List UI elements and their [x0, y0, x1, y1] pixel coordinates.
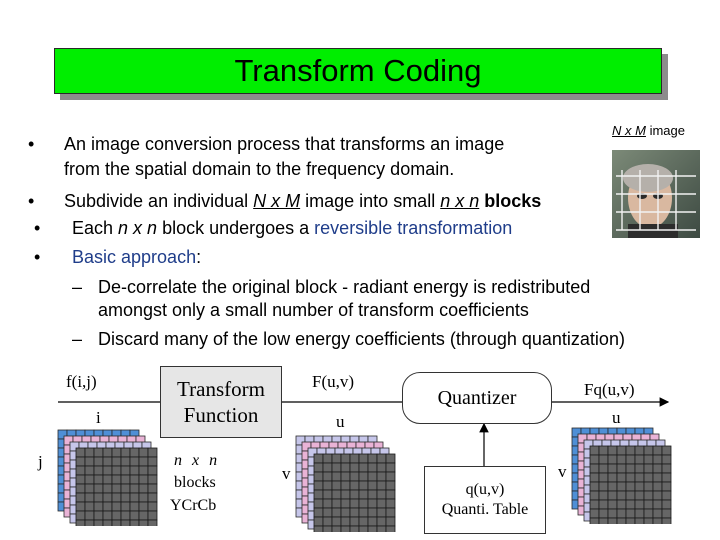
- transform-label-1: Transform: [177, 377, 265, 401]
- transform-function-box: Transform Function: [160, 366, 282, 438]
- bullet-4: Basic approach:: [72, 246, 201, 268]
- j-axis-label: j: [38, 452, 43, 471]
- transform-label-2: Function: [183, 403, 259, 427]
- quantized-blocks-stack: [571, 427, 672, 524]
- diagram-lines: [58, 397, 670, 466]
- bullet-1-line-2: from the spatial domain to the frequency…: [64, 159, 455, 179]
- q-label: q(u,v): [465, 481, 505, 498]
- bullet-3-mid: block undergoes a: [157, 218, 315, 238]
- bullet-2: Subdivide an individual N x M image into…: [64, 190, 541, 212]
- bullet-3-highlight: reversible transformation: [314, 218, 513, 238]
- bullet-marker-1: •: [28, 134, 35, 154]
- q-table-label: Quanti. Table: [441, 501, 529, 518]
- freq-label: F(u,v): [312, 372, 355, 391]
- u-axis-label: u: [336, 412, 345, 431]
- bullet-4-highlight: Basic approach: [72, 247, 197, 267]
- sub-bullet-2: Discard many of the low energy coefficie…: [98, 329, 625, 349]
- bullet-2-pre: Subdivide an individual: [64, 191, 254, 211]
- bullet-3-pre: Each: [72, 218, 119, 238]
- bullet-3: Each n x n block undergoes a reversible …: [72, 217, 512, 239]
- photo-caption-rest: image: [645, 123, 685, 138]
- bullet-1-line-1: An image conversion process that transfo…: [64, 134, 505, 154]
- sub-bullet-marker-1: –: [72, 277, 83, 297]
- page-title-text: Transform Coding: [234, 53, 482, 88]
- bullet-marker-4: •: [34, 247, 41, 267]
- input-blocks-stack: [57, 429, 158, 526]
- bullet-2-nxn: n x n: [440, 191, 480, 211]
- grid-layer: [589, 445, 672, 524]
- v2-axis-label: v: [558, 462, 567, 481]
- bullet-marker-3: •: [34, 218, 41, 238]
- sub-bullet-marker-2: –: [72, 329, 83, 349]
- quantizer-box: Quantizer: [402, 372, 552, 424]
- grid-layer: [313, 453, 396, 532]
- page-title: Transform Coding: [54, 48, 662, 94]
- i-axis-label: i: [96, 408, 101, 427]
- bullet-2-nxm: N x M: [253, 191, 301, 211]
- u2-axis-label: u: [612, 408, 621, 427]
- grid-layer: [75, 447, 158, 526]
- input-label: f(i,j): [66, 372, 97, 391]
- photo-caption: N x M image: [612, 123, 685, 138]
- blocks-label: blocks: [174, 474, 216, 491]
- photo-caption-nxm: N x M: [612, 123, 646, 138]
- quantization-table-box: q(u,v) Quanti. Table: [424, 466, 546, 534]
- portrait-image: [612, 150, 700, 238]
- bullet-4-post: :: [196, 247, 202, 267]
- sub-bullet-1-line-1: De-correlate the original block - radian…: [98, 277, 591, 297]
- bullet-3-nxn: n x n: [118, 218, 158, 238]
- bullet-marker-2: •: [28, 191, 35, 211]
- quantizer-label: Quantizer: [437, 386, 517, 409]
- sub-bullet-1-line-2: amongst only a small number of transform…: [98, 300, 529, 320]
- block-size-label: n x n: [174, 452, 221, 469]
- ycrcb-label: YCrCb: [170, 497, 217, 514]
- v-axis-label: v: [282, 464, 291, 483]
- bullet-2-mid: image into small: [300, 191, 441, 211]
- bullet-2-post: blocks: [479, 191, 542, 211]
- output-label: Fq(u,v): [584, 380, 635, 399]
- transformed-blocks-stack: [295, 435, 396, 532]
